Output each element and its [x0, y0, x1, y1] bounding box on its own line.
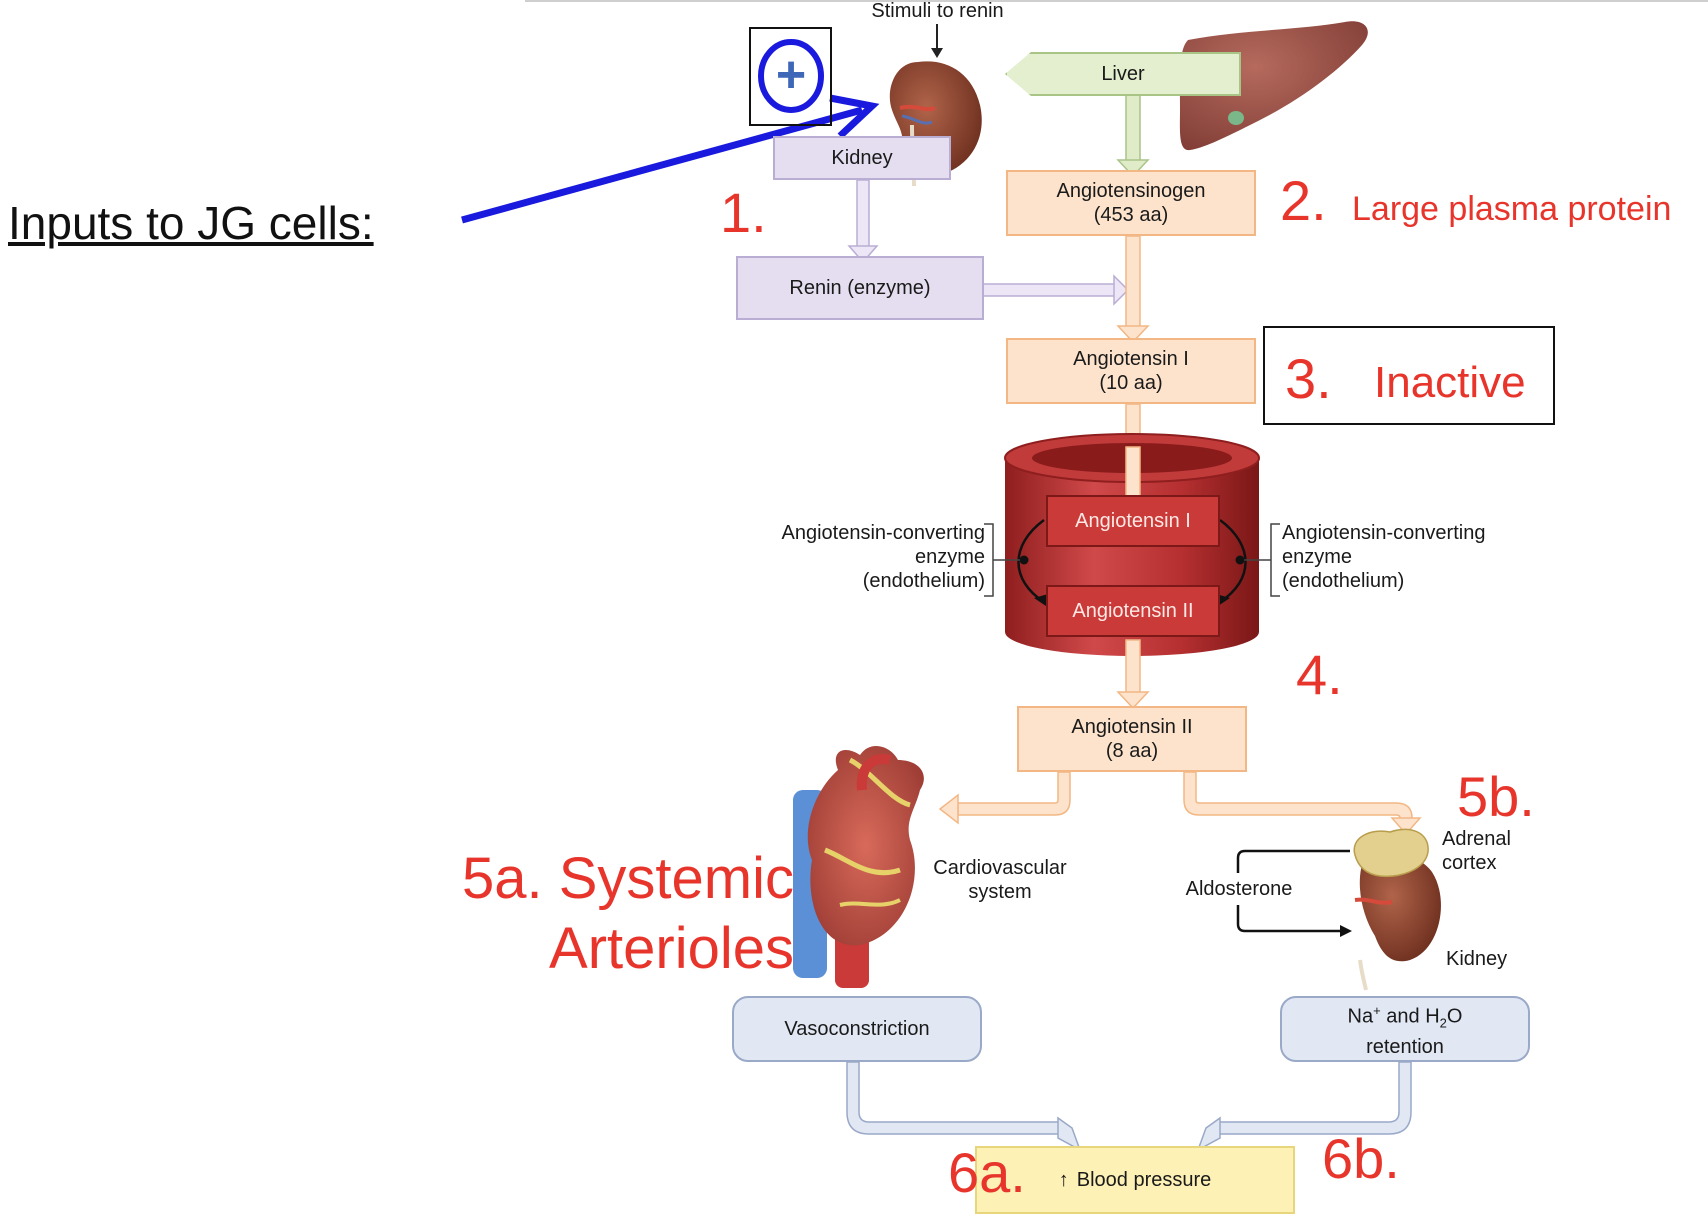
- angiotensin-1-label: Angiotensin I: [1073, 348, 1189, 370]
- aldosterone-label: Aldosterone: [1172, 877, 1306, 901]
- plus-circle: [758, 39, 824, 113]
- annotation-2-text: Large plasma protein: [1352, 190, 1672, 228]
- annotation-3-text: Inactive: [1374, 358, 1526, 407]
- plus-frame: [749, 27, 832, 126]
- kidney-box: Kidney: [773, 136, 951, 180]
- liver-label: Liver: [1101, 62, 1145, 85]
- annotation-6a: 6a.: [948, 1141, 1026, 1204]
- annotation-5a-line2: Arterioles: [549, 916, 794, 981]
- annotation-4: 4.: [1296, 643, 1343, 706]
- inactive-frame: [1263, 326, 1555, 425]
- angiotensin-2-size: (8 aa): [1105, 740, 1159, 762]
- annotation-5a: 5a. Systemic Arterioles: [422, 844, 794, 984]
- cardiovascular-line2: system: [968, 881, 1032, 903]
- vasoconstriction-box: Vasoconstriction: [732, 996, 982, 1062]
- ace-left-line1: Angiotensin-converting: [781, 522, 985, 544]
- inputs-to-jg-cells-label: Inputs to JG cells:: [8, 197, 374, 249]
- vasoconstriction-label: Vasoconstriction: [784, 1018, 930, 1040]
- vessel-angiotensin-2: Angiotensin II: [1046, 585, 1220, 637]
- blood-pressure-box: ↑ Blood pressure: [975, 1146, 1295, 1214]
- angiotensinogen-box: Angiotensinogen (453 aa): [1006, 170, 1256, 236]
- adrenal-line1: Adrenal: [1442, 828, 1511, 850]
- stimuli-label: Stimuli to renin: [871, 0, 1004, 22]
- annotation-1: 1.: [720, 181, 767, 244]
- annotation-5a-line1: 5a. Systemic: [462, 846, 794, 911]
- adrenal-kidney-illustration: [1353, 828, 1441, 991]
- adrenal-line2: cortex: [1442, 852, 1497, 874]
- adrenal-cortex-label: Adrenal cortex: [1442, 827, 1511, 875]
- annotation-6b: 6b.: [1322, 1127, 1400, 1190]
- ace-left-line2: enzyme: [914, 546, 985, 568]
- angiotensinogen-size: (453 aa): [1093, 204, 1169, 226]
- renin-box: Renin (enzyme): [736, 256, 984, 320]
- cardiovascular-line1: Cardiovascular: [933, 857, 1067, 879]
- angiotensin-2-box: Angiotensin II (8 aa): [1017, 706, 1247, 772]
- ace-left-label: Angiotensin-converting enzyme (endotheli…: [700, 521, 985, 593]
- ace-right-line1: Angiotensin-converting: [1282, 522, 1486, 544]
- increase-arrow-icon: ↑: [1058, 1169, 1069, 1191]
- angiotensinogen-label: Angiotensinogen: [1056, 180, 1206, 202]
- renin-label: Renin (enzyme): [789, 277, 931, 299]
- ace-right-line2: enzyme: [1282, 546, 1353, 568]
- ace-right-label: Angiotensin-converting enzyme (endotheli…: [1282, 521, 1572, 593]
- angiotensin-2-label: Angiotensin II: [1071, 716, 1193, 738]
- angiotensin-1-box: Angiotensin I (10 aa): [1006, 338, 1256, 404]
- retention-box: Na+ and H2O retention: [1280, 996, 1530, 1062]
- cardiovascular-label: Cardiovascular system: [910, 856, 1090, 904]
- kidney-lower-label: Kidney: [1446, 948, 1508, 970]
- ace-right-line3: (endothelium): [1282, 570, 1405, 592]
- blood-pressure-label: Blood pressure: [1076, 1169, 1212, 1191]
- heart-illustration: [793, 745, 924, 988]
- annotation-3: 3.: [1285, 347, 1332, 410]
- annotation-5b: 5b.: [1457, 765, 1535, 828]
- vessel-angiotensin-1: Angiotensin I: [1046, 495, 1220, 547]
- kidney-label: Kidney: [831, 147, 893, 169]
- liver-box: Liver: [1005, 52, 1241, 96]
- angiotensin-1-size: (10 aa): [1099, 372, 1163, 394]
- ace-left-line3: (endothelium): [862, 570, 985, 592]
- annotation-2: 2.: [1280, 169, 1327, 232]
- retention-line2: retention: [1366, 1036, 1444, 1059]
- pointer-arrow: [461, 106, 863, 224]
- plus-sign: +: [775, 46, 807, 104]
- retention-line1: Na+ and H2O: [1347, 1002, 1463, 1031]
